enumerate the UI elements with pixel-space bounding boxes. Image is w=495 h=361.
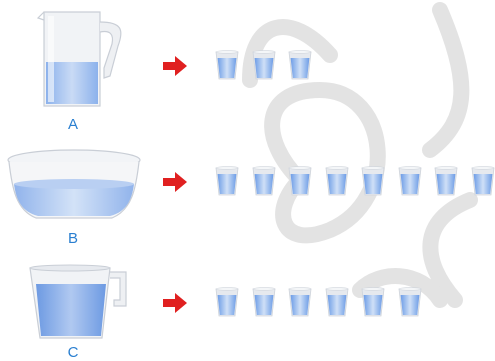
- cup-icon: [288, 166, 312, 196]
- cup-icon: [398, 166, 422, 196]
- cup-icon: [398, 287, 422, 317]
- cup-row-a: [215, 50, 312, 80]
- cup-icon: [252, 50, 276, 80]
- cup-icon: [434, 166, 458, 196]
- cup-row-b: [215, 166, 495, 196]
- cup-icon: [471, 166, 495, 196]
- cup-icon: [215, 50, 239, 80]
- label-c: C: [67, 344, 79, 361]
- cup-row-c: [215, 287, 422, 317]
- pitcher-icon: [36, 11, 122, 107]
- measuring-jug-icon: [29, 264, 127, 339]
- cup-icon: [361, 166, 385, 196]
- cup-icon: [215, 287, 239, 317]
- arrow-right-icon: [163, 56, 187, 76]
- label-b: B: [67, 230, 78, 247]
- cup-icon: [215, 166, 239, 196]
- arrow-right-icon: [163, 172, 187, 192]
- cup-icon: [325, 287, 349, 317]
- arrow-right-icon: [163, 293, 187, 313]
- label-a: A: [67, 116, 78, 133]
- cup-icon: [361, 287, 385, 317]
- cup-icon: [288, 50, 312, 80]
- cup-icon: [325, 166, 349, 196]
- cup-icon: [252, 166, 276, 196]
- cup-icon: [288, 287, 312, 317]
- cup-icon: [252, 287, 276, 317]
- bowl-icon: [7, 149, 141, 219]
